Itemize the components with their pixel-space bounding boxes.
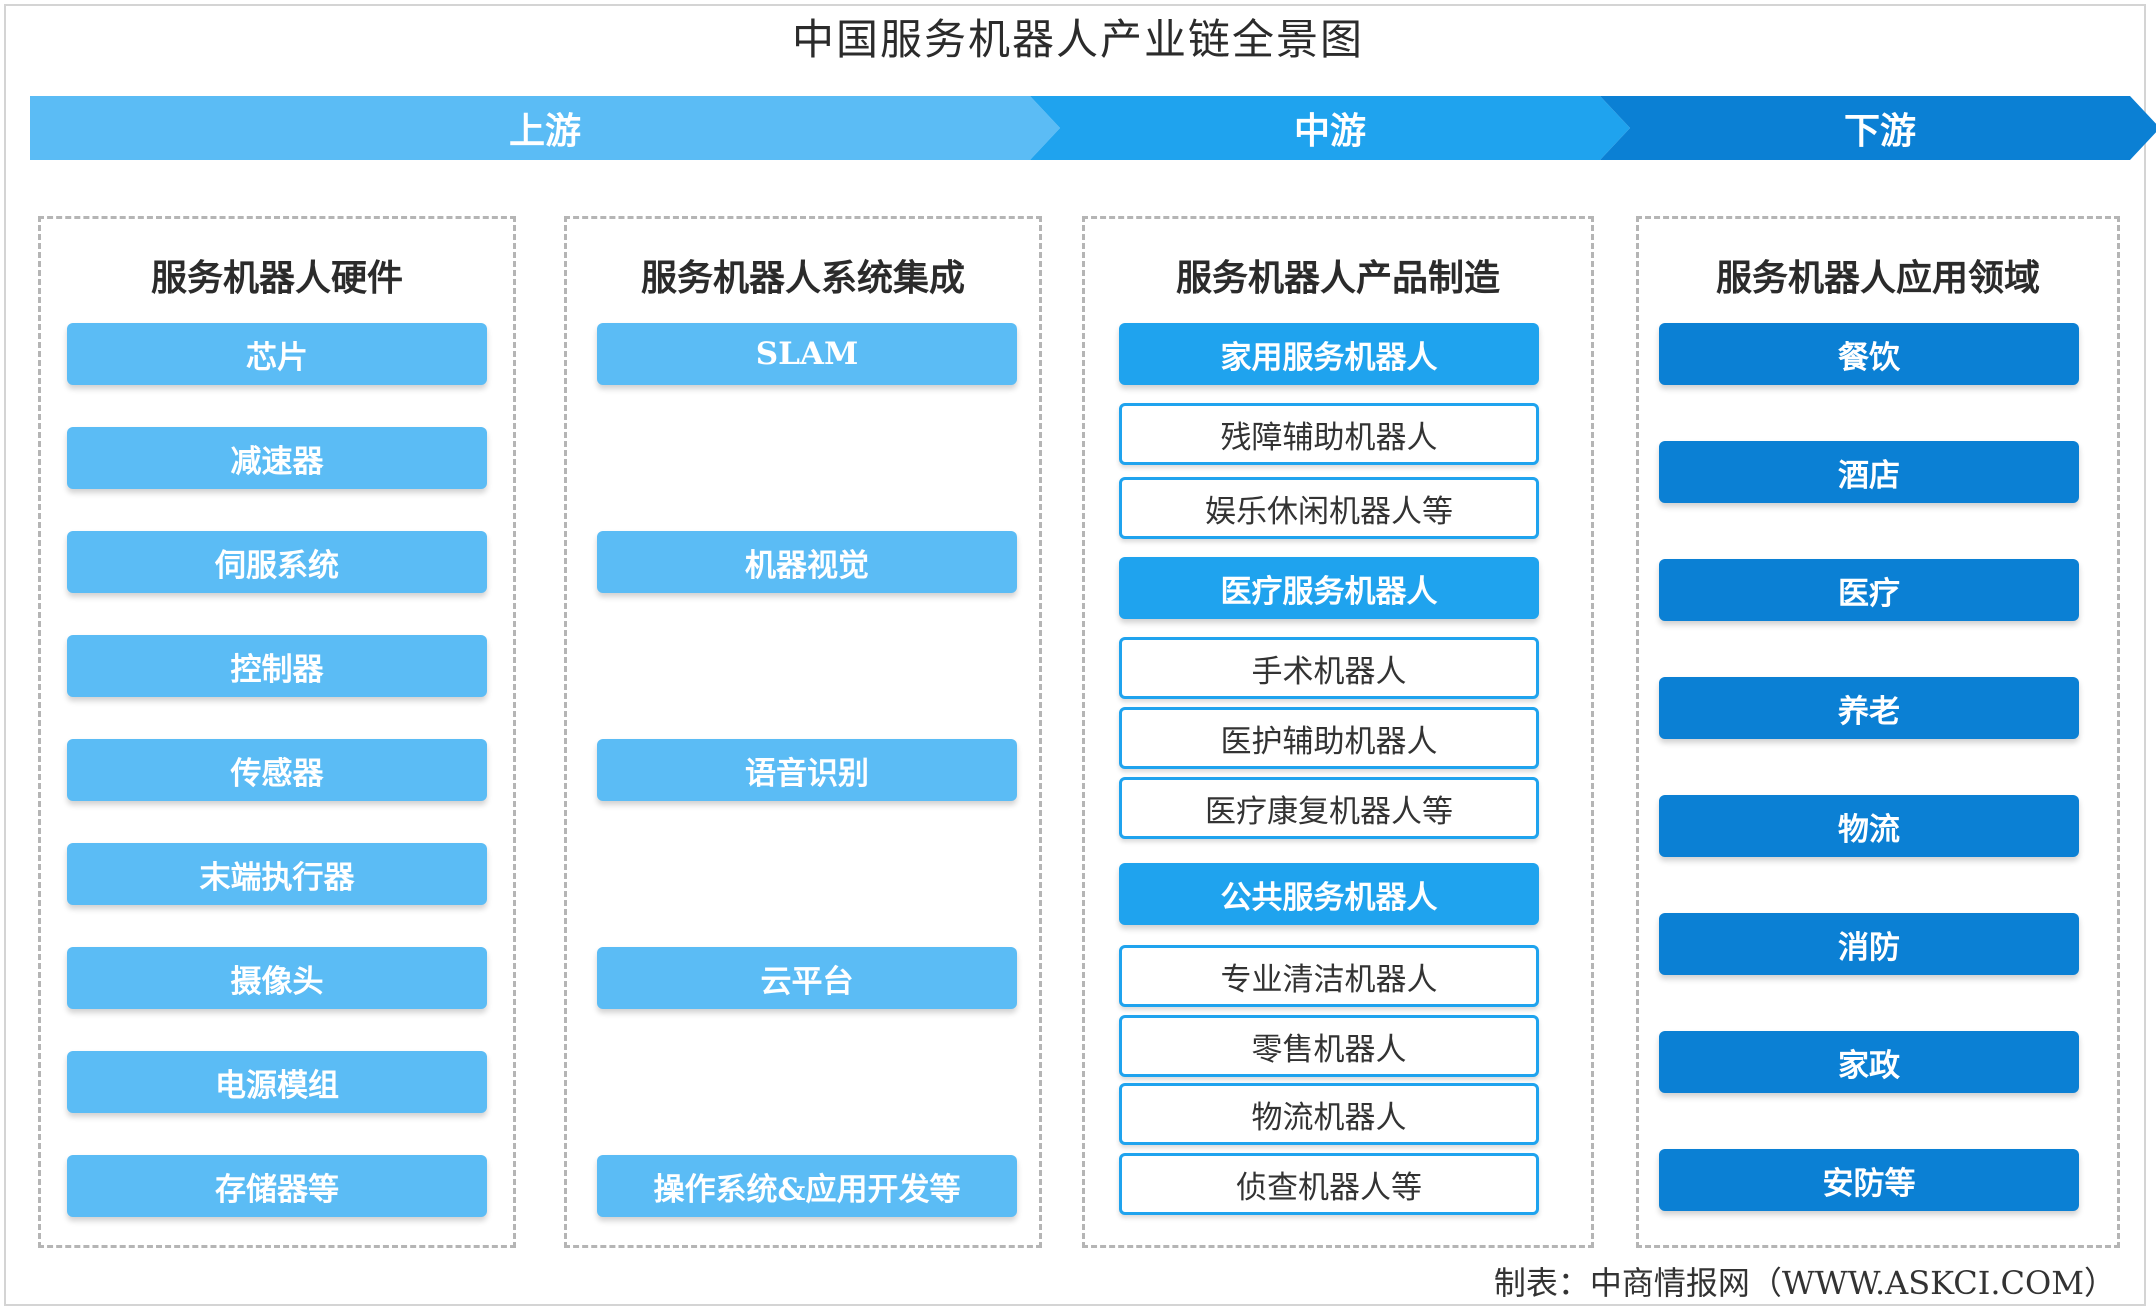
application-item: 医疗 [1659,559,2079,621]
column-title: 服务机器人产品制造 [1175,257,1500,299]
product-item: 手术机器人 [1119,637,1539,699]
integration-item: 机器视觉 [597,531,1017,593]
product-category-header: 家用服务机器人 [1119,323,1539,385]
product-item: 零售机器人 [1119,1015,1539,1077]
application-item: 家政 [1659,1031,2079,1093]
application-item: 物流 [1659,795,2079,857]
product-item: 残障辅助机器人 [1119,403,1539,465]
integration-item: 语音识别 [597,739,1017,801]
column-product-manufacturing: 服务机器人产品制造 家用服务机器人 残障辅助机器人 娱乐休闲机器人等 医疗服务机… [1082,216,1594,1248]
hardware-item: 控制器 [67,635,487,697]
industry-chain-stage-bar: 上游 中游 下游 [30,96,2156,160]
product-item: 物流机器人 [1119,1083,1539,1145]
product-item: 侦查机器人等 [1119,1153,1539,1215]
product-item: 医疗康复机器人等 [1119,777,1539,839]
product-item: 专业清洁机器人 [1119,945,1539,1007]
hardware-item: 传感器 [67,739,487,801]
column-application-fields: 服务机器人应用领域 餐饮 酒店 医疗 养老 物流 消防 家政 安防等 [1636,216,2120,1248]
application-item: 安防等 [1659,1149,2079,1211]
column-hardware: 服务机器人硬件 芯片 减速器 伺服系统 控制器 传感器 末端执行器 摄像头 电源… [38,216,516,1248]
integration-item: 操作系统&应用开发等 [597,1155,1017,1217]
stage-upstream: 上游 [30,96,1060,160]
product-item: 娱乐休闲机器人等 [1119,477,1539,539]
column-title: 服务机器人系统集成 [640,257,965,299]
hardware-item: 伺服系统 [67,531,487,593]
application-item: 消防 [1659,913,2079,975]
product-category-header: 医疗服务机器人 [1119,557,1539,619]
diagram-title: 中国服务机器人产业链全景图 [791,15,1364,64]
column-title: 服务机器人应用领域 [1715,257,2040,299]
stage-downstream: 下游 [1600,96,2156,160]
column-title: 服务机器人硬件 [150,257,403,299]
product-category-header: 公共服务机器人 [1119,863,1539,925]
stage-midstream: 中游 [1030,96,1630,160]
application-item: 酒店 [1659,441,2079,503]
hardware-item: 电源模组 [67,1051,487,1113]
hardware-item: 末端执行器 [67,843,487,905]
hardware-item: 减速器 [67,427,487,489]
application-item: 餐饮 [1659,323,2079,385]
hardware-item: 摄像头 [67,947,487,1009]
column-system-integration: 服务机器人系统集成 SLAM 机器视觉 语音识别 云平台 操作系统&应用开发等 [564,216,1042,1248]
source-note: 制表：中商情报网（WWW.ASKCI.COM） [1493,1264,2116,1302]
hardware-item: 存储器等 [67,1155,487,1217]
integration-item: 云平台 [597,947,1017,1009]
hardware-item: 芯片 [67,323,487,385]
application-item: 养老 [1659,677,2079,739]
diagram-frame [4,4,2146,1306]
product-item: 医护辅助机器人 [1119,707,1539,769]
integration-item: SLAM [597,323,1017,385]
